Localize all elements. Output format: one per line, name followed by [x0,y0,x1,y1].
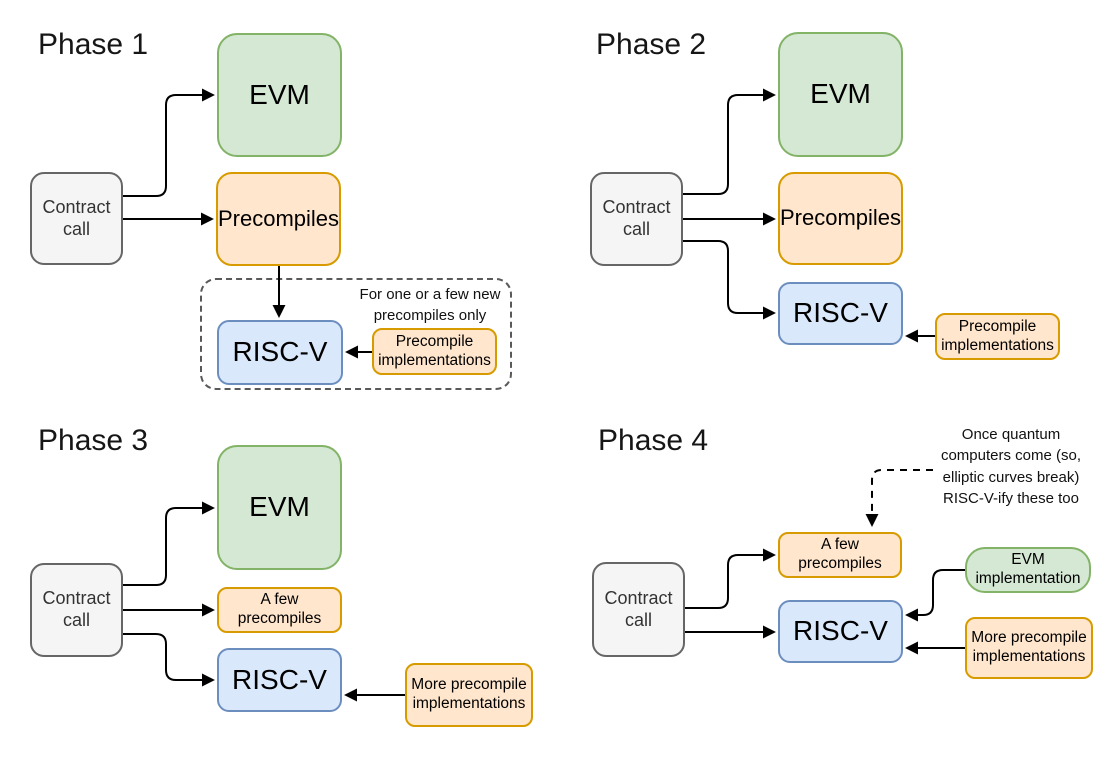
p3-contract-call-node: Contract call [30,563,123,657]
phase-4-title: Phase 4 [598,424,709,457]
p4-quantum-note: Once quantum computers come (so, ellipti… [940,426,1082,507]
p3-evm-node: EVM [217,445,342,570]
p1-precompile-implementations-node: Precompile implementations [372,328,497,375]
p2-riscv-node: RISC-V [778,282,903,345]
p4-dashed-arrow-note-to-few-precompiles [865,469,933,527]
p1-evm-node: EVM [217,33,342,157]
p4-contract-call-node: Contract call [592,562,685,657]
p3-riscv-node: RISC-V [217,648,342,712]
p4-more-precompile-implementations-node: More precompile implementations [965,617,1093,679]
p2-contract-call-node: Contract call [590,172,683,266]
p4-a-few-precompiles-node: A few precompiles [778,532,902,578]
p1-riscv-node: RISC-V [217,320,343,385]
p4-arrow-contract-to-few-precompiles [685,548,776,609]
p4-riscv-node: RISC-V [778,600,903,663]
p1-scope-note: For one or a few new precompiles only [359,286,501,325]
p1-contract-call-node: Contract call [30,172,123,265]
p2-precompile-implementations-node: Precompile implementations [935,313,1060,360]
p3-arrow-contract-to-evm [123,501,215,586]
p1-dashed-scope-box [200,278,512,390]
p3-more-precompile-implementations-node: More precompile implementations [405,663,533,727]
p4-evm-implementation-node: EVM implementation [965,547,1091,593]
phase-1-title: Phase 1 [38,28,149,61]
phase-3-title: Phase 3 [38,424,149,457]
p4-arrow-evm-implementation-to-riscv [905,569,965,622]
phase-2-title: Phase 2 [596,28,707,61]
p3-arrow-contract-to-riscv [123,633,215,687]
p2-evm-node: EVM [778,32,903,157]
p1-precompiles-node: Precompiles [216,172,341,266]
p3-a-few-precompiles-node: A few precompiles [217,587,342,633]
p2-arrow-contract-to-evm [683,88,776,195]
p2-precompiles-node: Precompiles [778,172,903,265]
p2-arrow-contract-to-riscv [683,240,776,320]
p1-arrow-contract-to-evm [123,88,215,197]
